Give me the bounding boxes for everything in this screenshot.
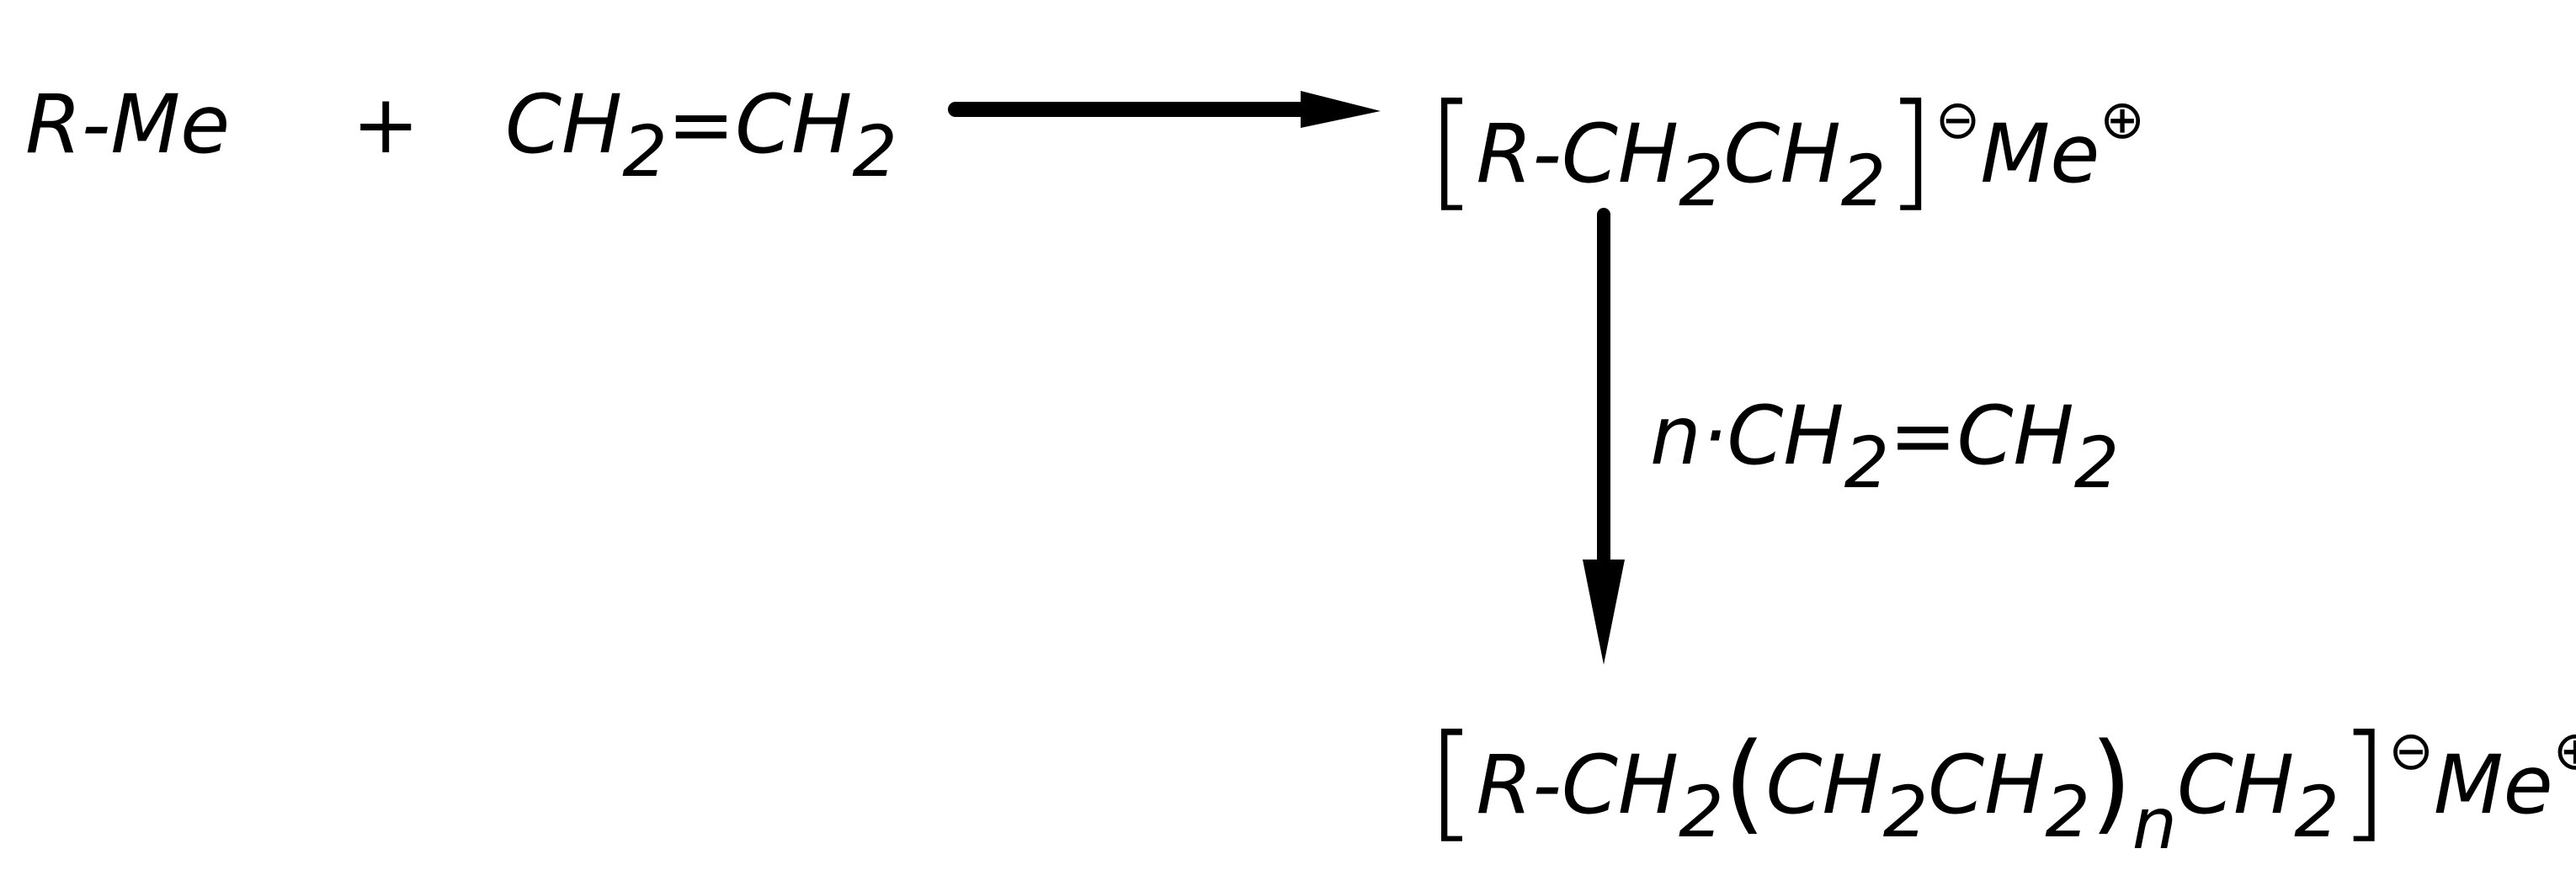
- ethylene-double-bond: =: [667, 77, 736, 172]
- intermediate-sub-b: 2: [1840, 140, 1887, 222]
- intermediate-cation-charge: ⊕: [2100, 89, 2145, 151]
- reagent-sub-b: 2: [2073, 422, 2120, 504]
- ethylene-sub-a: 2: [622, 110, 668, 193]
- intermediate-metal: Me: [1980, 107, 2100, 201]
- vertical-reaction-arrow: [1583, 208, 1625, 665]
- intermediate-r-bond: R-: [1476, 107, 1562, 201]
- product-metal: Me: [2433, 738, 2553, 832]
- intermediate-ch-a: CH: [1561, 107, 1679, 201]
- product-anion-charge: ⊖: [2388, 720, 2434, 782]
- product-bracket-open: [: [1427, 708, 1477, 855]
- product-n-index: n: [2132, 782, 2178, 865]
- ethylene-ch-b: CH: [735, 77, 853, 172]
- product-cation-charge: ⊕: [2552, 720, 2576, 782]
- reagent-double-bond: =: [1889, 389, 1957, 483]
- product-anion: [R-CH2(CH2CH2)nCH2]⊖Me⊕: [1427, 707, 2576, 859]
- product-ch-c: CH: [1928, 738, 2046, 832]
- reagent-ch-b: CH: [1956, 389, 2074, 483]
- intermediate-ch-b: CH: [1723, 107, 1841, 201]
- reactant-label: R-Me: [25, 77, 231, 172]
- horizontal-reaction-arrow: [948, 91, 1381, 128]
- product-bracket-close: ]: [2339, 708, 2389, 855]
- product-r-bond: R-: [1476, 738, 1562, 832]
- ethylene-reactant: CH2=CH2: [505, 84, 897, 187]
- reagent-sub-a: 2: [1844, 422, 1890, 504]
- reagent-prefix: n·: [1650, 389, 1727, 483]
- product-ch-b: CH: [1765, 738, 1883, 832]
- reactant-r-me: R-Me: [25, 84, 230, 165]
- plus-label: +: [352, 77, 420, 172]
- reagent-label: n·CH2=CH2: [1650, 395, 2119, 498]
- product-sub-d: 2: [2294, 771, 2339, 853]
- product-paren-open: (: [1723, 720, 1766, 846]
- plus-sign: +: [352, 84, 419, 165]
- reagent-ch-a: CH: [1727, 389, 1844, 483]
- intermediate-sub-a: 2: [1679, 140, 1724, 222]
- product-ch-d: CH: [2177, 738, 2295, 832]
- ethylene-sub-b: 2: [852, 110, 897, 193]
- product-sub-c: 2: [2045, 771, 2090, 853]
- ethylene-ch-a: CH: [505, 77, 623, 172]
- product-ch-a: CH: [1561, 738, 1679, 832]
- product-paren-close: ): [2089, 720, 2132, 846]
- product-sub-b: 2: [1882, 771, 1929, 853]
- intermediate-anion-charge: ⊖: [1935, 89, 1981, 151]
- intermediate-bracket-close: ]: [1886, 77, 1935, 224]
- product-sub-a: 2: [1679, 771, 1724, 853]
- intermediate-bracket-open: [: [1427, 77, 1477, 224]
- intermediate-anion: [R-CH2CH2]⊖Me⊕: [1427, 76, 2145, 216]
